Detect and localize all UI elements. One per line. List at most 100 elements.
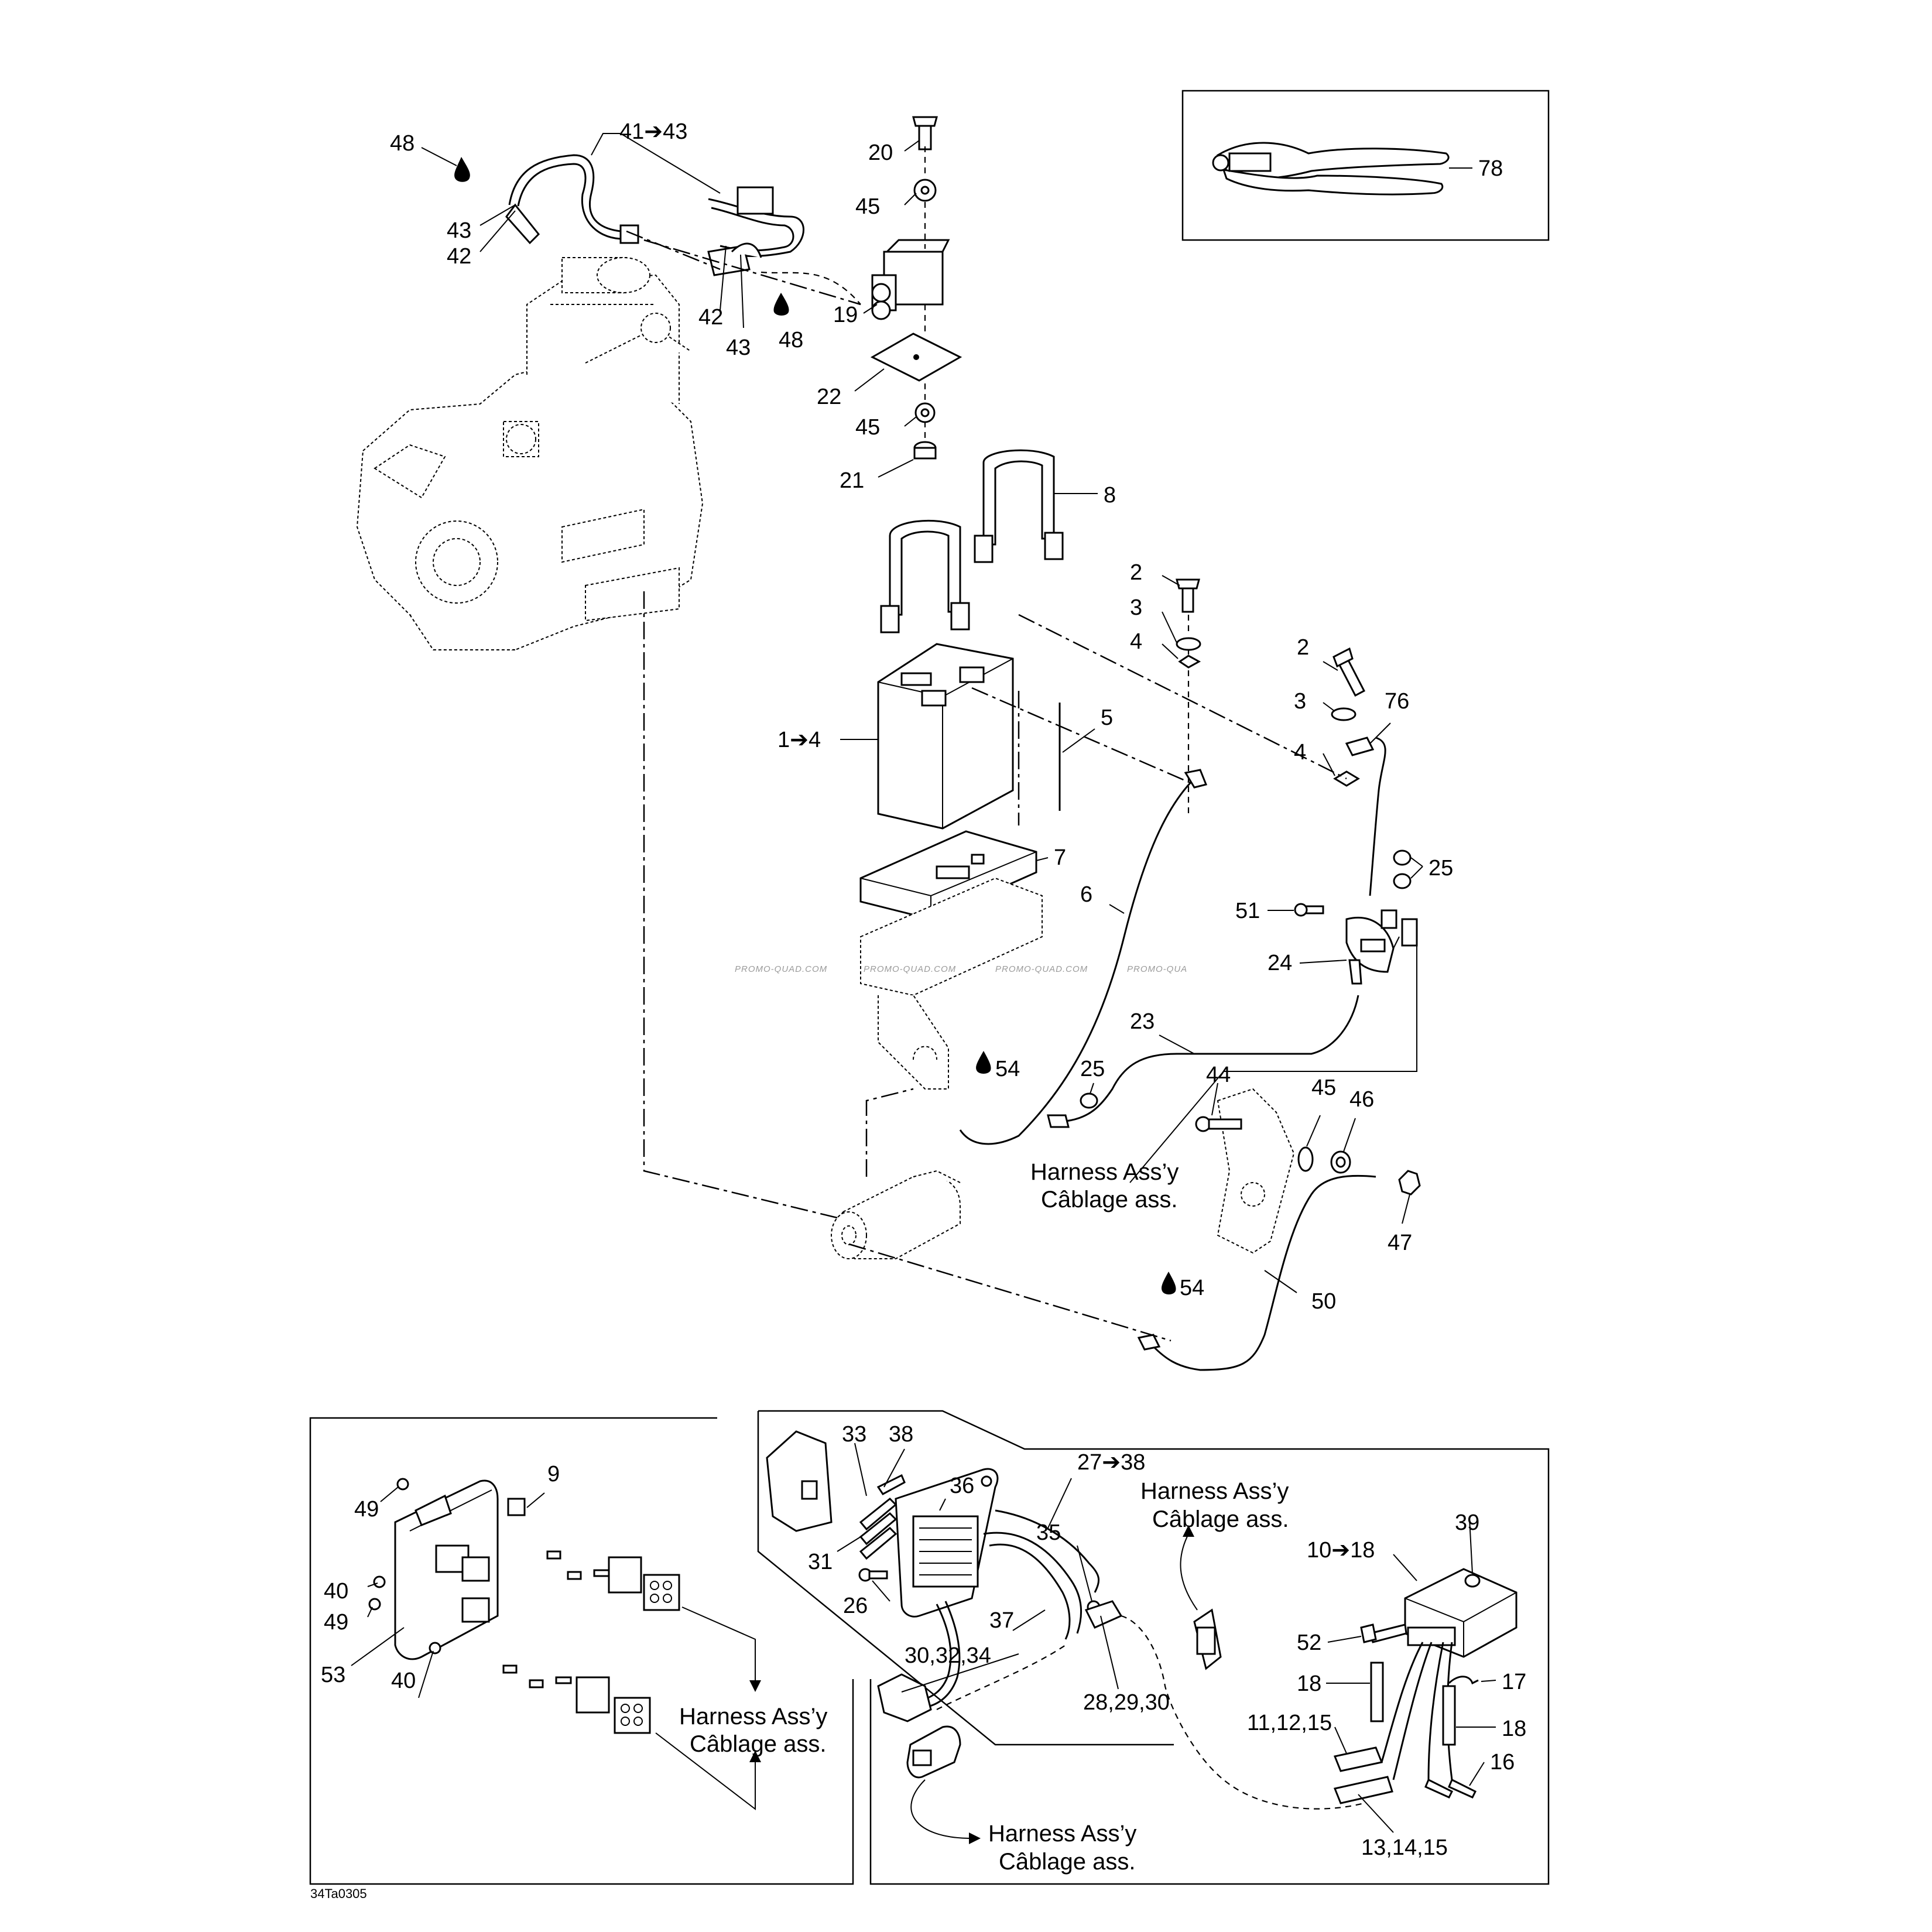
svg-text:Câblage ass.: Câblage ass.	[999, 1849, 1135, 1875]
part-label: 31	[808, 1550, 833, 1574]
screw-49-bottom	[368, 1598, 381, 1611]
harness-callout: Harness Ass’y Câblage ass.	[1140, 1478, 1289, 1532]
harness-callout: Harness Ass’y Câblage ass.	[1030, 1159, 1179, 1212]
part-label: 7	[1054, 845, 1066, 870]
part-label: 78	[1478, 156, 1503, 181]
assembly-lines	[626, 230, 1347, 1342]
battery-strap-front	[880, 519, 970, 633]
part-label: 38	[889, 1422, 913, 1447]
nut-25-cable	[1080, 1092, 1098, 1109]
part-label: 42	[698, 305, 723, 330]
starter-motor	[831, 1170, 961, 1259]
part-label: 2	[1130, 560, 1142, 585]
right-inset-frame	[758, 1410, 1550, 1885]
part-label: 54	[995, 1057, 1020, 1081]
part-label: 2	[1297, 635, 1309, 660]
part-label: 51	[1235, 899, 1260, 923]
part-label: 50	[1311, 1289, 1336, 1314]
connector-cap-9	[507, 1498, 526, 1516]
part-labels: 48 41➔43 43 42 42 43 48 20 45 19 22 45 2…	[321, 119, 1526, 1860]
spacer-46	[1330, 1150, 1351, 1174]
connector-inset-frame	[757, 1411, 1174, 1746]
part-label: 6	[1080, 882, 1092, 907]
part-label: 45	[1311, 1075, 1336, 1100]
part-label: 43	[726, 335, 751, 360]
nut-47	[1398, 1170, 1421, 1195]
sleeve-18-left	[1370, 1662, 1384, 1722]
part-label: 36	[950, 1474, 974, 1498]
spark-plug-wires	[505, 154, 804, 276]
engine-assembly	[356, 257, 704, 651]
part-label: 30,32,34	[905, 1643, 991, 1668]
ground-cable	[1345, 737, 1386, 896]
part-label: 24	[1268, 951, 1292, 975]
terminals-16	[1424, 1778, 1477, 1799]
part-label: 18	[1297, 1671, 1321, 1696]
screw-40-left	[373, 1575, 386, 1588]
terminal-11-12-15	[1333, 1746, 1383, 1772]
part-label: 33	[842, 1422, 866, 1447]
figure-code: 34Ta0305	[310, 1886, 367, 1901]
connector-30-32-34	[877, 1673, 932, 1722]
terminal-boots	[1381, 909, 1418, 947]
oil-drop-icon	[773, 293, 789, 316]
starter-solenoid	[1345, 916, 1395, 985]
part-label: 8	[1104, 483, 1116, 508]
clip-17	[1448, 1676, 1479, 1685]
part-label: 18	[1502, 1717, 1526, 1741]
terminal-13-14-15	[1333, 1776, 1393, 1804]
part-label: 25	[1429, 856, 1453, 881]
nut-25-bottom	[1393, 873, 1412, 889]
svg-text:PROMO-QUAD.COM: PROMO-QUAD.COM	[864, 964, 956, 974]
coil-bolt	[912, 116, 938, 150]
part-label: 53	[321, 1663, 345, 1687]
part-label: 26	[843, 1594, 868, 1618]
crimping-tool	[1212, 142, 1450, 196]
bolt-2-left	[1176, 578, 1200, 613]
rectifier-bolt-52	[1360, 1623, 1407, 1643]
part-label: 49	[324, 1610, 348, 1635]
frame-bracket	[1217, 1088, 1295, 1254]
arrow-icon	[969, 1832, 981, 1844]
left-inset-frame	[309, 1417, 854, 1885]
part-label: 41➔43	[619, 119, 687, 144]
part-label: 21	[840, 468, 864, 493]
connector-upper	[546, 1550, 680, 1611]
part-label: 3	[1294, 689, 1306, 714]
part-label: 11,12,15	[1247, 1711, 1332, 1735]
part-label: 52	[1297, 1630, 1321, 1655]
part-label: 1➔4	[777, 728, 821, 752]
nut-4-left	[1178, 655, 1201, 669]
nut-25-top	[1393, 849, 1412, 866]
star-washer-45	[1297, 1146, 1314, 1172]
screw-40-bottom	[429, 1642, 441, 1654]
tool-inset-box	[1181, 90, 1550, 241]
harness-lead-line-2	[1393, 936, 1400, 949]
rectifier-module	[1404, 1568, 1517, 1658]
part-label: 3	[1130, 595, 1142, 620]
oil-drop-icon	[1162, 1272, 1176, 1294]
leader-lines	[351, 133, 1496, 1833]
connector-housing-33	[766, 1430, 833, 1532]
harness-lead-line	[1129, 928, 1417, 1183]
part-label: 54	[1180, 1276, 1204, 1300]
part-label: 39	[1455, 1510, 1479, 1535]
part-label: 45	[855, 194, 880, 219]
part-label: 22	[817, 385, 841, 409]
part-label: 23	[1130, 1009, 1155, 1034]
washer-3-left	[1176, 637, 1201, 651]
part-label: 25	[1080, 1057, 1105, 1081]
arrow-icon	[749, 1751, 761, 1762]
svg-text:Harness Ass’y: Harness Ass’y	[679, 1704, 827, 1729]
part-label: 4	[1294, 740, 1306, 765]
battery-support-bracket	[860, 877, 1043, 1090]
part-label: 16	[1490, 1750, 1515, 1775]
mating-connector-upper	[1193, 1608, 1222, 1670]
connector-lower	[502, 1664, 651, 1734]
part-label: 35	[1036, 1520, 1061, 1545]
engine-ground-cable	[1137, 1174, 1376, 1371]
arrow-icon	[1183, 1525, 1194, 1537]
svg-text:PROMO-QUAD.COM: PROMO-QUAD.COM	[995, 964, 1088, 974]
part-label: 47	[1388, 1231, 1412, 1255]
ignition-coil	[871, 239, 950, 320]
